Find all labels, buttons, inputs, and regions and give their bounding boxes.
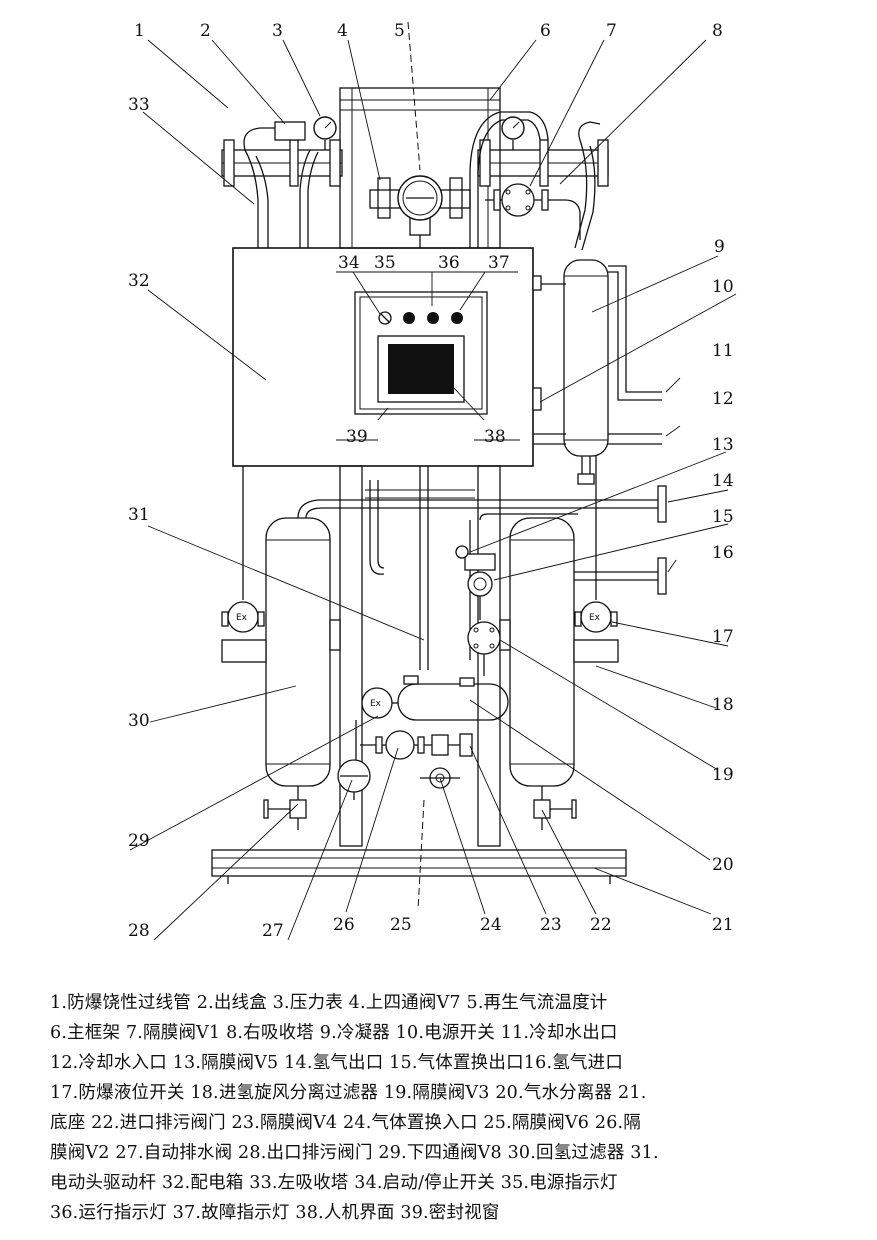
pressure-gauge-right [501, 116, 525, 150]
diaphragm-valve-v2 [360, 730, 440, 760]
legend-line: 底座 22.进口排污阀门 23.隔膜阀V4 24.气体置换入口 25.隔膜阀V6… [50, 1113, 642, 1133]
callout-6: 6 [540, 21, 551, 41]
hydrogen-outlet-pipe [297, 485, 667, 523]
callout-8: 8 [712, 21, 723, 41]
hydrogen-inlet-pipe [574, 557, 667, 595]
callout-31: 31 [128, 505, 150, 525]
auto-drain-valve [337, 720, 371, 800]
callout-29: 29 [128, 831, 150, 851]
callout-32: 32 [128, 271, 150, 291]
top-manifold-right [477, 139, 609, 187]
callout-numbers: 1 2 3 4 5 6 7 8 33 32 9 10 11 12 13 14 1… [128, 21, 734, 941]
flexible-conduits [243, 111, 601, 251]
svg-text:Ex: Ex [370, 699, 382, 709]
outlet-drain-valve [263, 799, 307, 830]
callout-35: 35 [374, 253, 396, 273]
hmi-screen[interactable] [388, 344, 454, 394]
equipment-diagram: Ex Ex [128, 21, 737, 941]
gas-water-separator [397, 675, 509, 721]
top-manifold-left [221, 139, 343, 187]
legend-line: 膜阀V2 27.自动排水阀 28.出口排污阀门 29.下四通阀V8 30.回氢过… [50, 1143, 659, 1163]
callout-30: 30 [128, 711, 150, 731]
callout-28: 28 [128, 921, 150, 941]
callout-22: 22 [590, 915, 612, 935]
legend-line: 1.防爆饶性过线管 2.出线盒 3.压力表 4.上四通阀V7 5.再生气流温度计 [50, 993, 608, 1013]
callout-33: 33 [128, 95, 150, 115]
fault-indicator-lamp [451, 312, 463, 324]
callout-12: 12 [712, 389, 734, 409]
left-level-switch: Ex [221, 466, 265, 633]
callout-21: 21 [712, 915, 734, 935]
diaphragm-valve-v1 [485, 183, 581, 240]
callout-38: 38 [484, 427, 506, 447]
inlet-drain-valve [533, 799, 577, 830]
callout-10: 10 [712, 277, 734, 297]
regen-gas-thermometer [397, 175, 443, 221]
callout-19: 19 [712, 765, 734, 785]
callout-18: 18 [712, 695, 734, 715]
diaphragm-valve-v4 [459, 733, 473, 757]
legend-line: 6.主框架 7.隔膜阀V1 8.右吸收塔 9.冷凝器 10.电源开关 11.冷却… [50, 1023, 618, 1043]
pressure-gauge-left [313, 116, 337, 150]
callout-5: 5 [394, 21, 405, 41]
callout-36: 36 [438, 253, 460, 273]
right-absorption-tower [499, 517, 619, 800]
callout-24: 24 [480, 915, 502, 935]
callout-14: 14 [712, 471, 734, 491]
leader-lines [129, 39, 737, 941]
callout-17: 17 [712, 627, 734, 647]
right-level-switch: Ex [574, 456, 618, 633]
left-absorption-tower [221, 517, 341, 800]
callout-16: 16 [712, 543, 734, 563]
start-stop-switch[interactable] [378, 311, 392, 325]
callout-7: 7 [606, 21, 617, 41]
callout-15: 15 [712, 507, 734, 527]
callout-3: 3 [272, 21, 283, 41]
legend-line: 电动头驱动杆 32.配电箱 33.左吸收塔 34.启动/停止开关 35.电源指示… [50, 1173, 618, 1193]
parts-legend: 1.防爆饶性过线管 2.出线盒 3.压力表 4.上四通阀V7 5.再生气流温度计… [50, 988, 840, 1228]
gas-replacement-outlet [467, 571, 493, 620]
callout-27: 27 [262, 921, 284, 941]
callout-20: 20 [712, 855, 734, 875]
diaphragm-valve-v3 [467, 621, 501, 676]
callout-39: 39 [346, 427, 368, 447]
callout-13: 13 [712, 435, 734, 455]
callout-9: 9 [714, 237, 725, 257]
svg-text:Ex: Ex [589, 613, 601, 623]
power-indicator-lamp [403, 312, 415, 324]
callout-4: 4 [337, 21, 348, 41]
run-indicator-lamp [427, 312, 439, 324]
callout-1: 1 [134, 21, 145, 41]
callout-34: 34 [338, 253, 360, 273]
legend-line: 36.运行指示灯 37.故障指示灯 38.人机界面 39.密封视窗 [50, 1203, 500, 1223]
legend-line: 17.防爆液位开关 18.进氢旋风分离过滤器 19.隔膜阀V3 20.气水分离器… [50, 1083, 647, 1103]
condenser [563, 259, 662, 485]
callout-25: 25 [390, 915, 412, 935]
legend-line: 12.冷却水入口 13.隔膜阀V5 14.氢气出口 15.气体置换出口16.氢气… [50, 1053, 624, 1073]
callout-11: 11 [712, 341, 734, 361]
callout-2: 2 [200, 21, 211, 41]
svg-text:Ex: Ex [236, 613, 248, 623]
callout-37: 37 [488, 253, 510, 273]
control-cabinet [232, 247, 566, 467]
callout-26: 26 [333, 915, 355, 935]
base [211, 849, 627, 884]
callout-23: 23 [540, 915, 562, 935]
outlet-box [274, 121, 306, 141]
lower-four-way-valve: Ex [361, 687, 398, 719]
diaphragm-valve-v5 [455, 545, 496, 571]
